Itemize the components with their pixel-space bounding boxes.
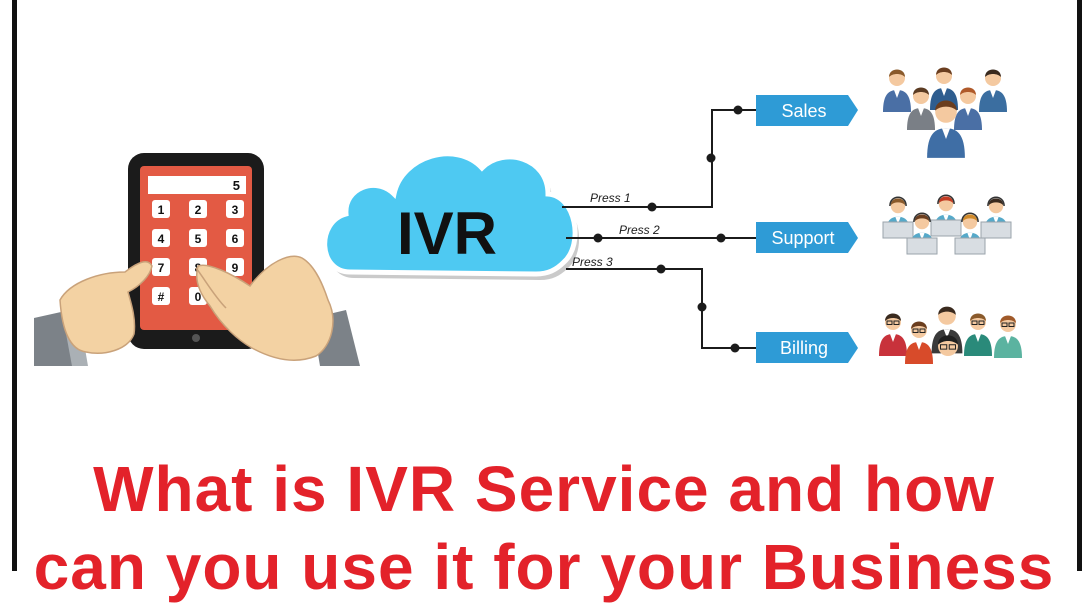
sales-tag: Sales (756, 95, 858, 126)
cloud-label: IVR (397, 200, 497, 267)
connector-dots (593, 105, 743, 353)
person-icon (979, 69, 1007, 112)
right-border (1077, 0, 1082, 571)
phone-display-digit: 5 (233, 178, 240, 193)
person-icon (905, 321, 933, 364)
press-1-label: Press 1 (590, 191, 631, 205)
headline-line-2: can you use it for your Business (33, 531, 1055, 603)
sales-team-icon (883, 67, 1007, 158)
phone-display (148, 176, 246, 194)
person-icon (927, 100, 965, 158)
support-tag: Support (756, 222, 858, 253)
support-team-icon (882, 194, 1012, 255)
phone-illustration: 5 123456789#0* (34, 153, 360, 366)
keypad-key (152, 229, 170, 247)
keypad-key (226, 258, 244, 276)
keypad-key (226, 200, 244, 218)
keypad-key-label: 7 (158, 261, 165, 275)
headline-line-1: What is IVR Service and how (93, 453, 995, 525)
sales-label: Sales (781, 101, 826, 121)
person-icon (994, 315, 1022, 358)
keypad-key-label: 6 (232, 232, 239, 246)
keypad-key-label: 9 (232, 261, 239, 275)
keypad-key-label: 2 (195, 203, 202, 217)
keypad-key (152, 258, 170, 276)
left-border (12, 0, 17, 571)
person-icon (879, 313, 907, 356)
keypad-key-label: 5 (195, 232, 202, 246)
keypad-key (152, 200, 170, 218)
keypad-key (152, 287, 170, 305)
person-icon (883, 69, 911, 112)
keypad-key-label: 3 (232, 203, 239, 217)
support-label: Support (771, 228, 834, 248)
person-icon (964, 313, 992, 356)
person-icon (954, 87, 982, 130)
press-3-label: Press 3 (572, 255, 613, 269)
person-icon (907, 87, 935, 130)
keypad-key-label: 4 (158, 232, 165, 246)
keypad-key (189, 200, 207, 218)
keypad-key (226, 229, 244, 247)
keypad-key (189, 229, 207, 247)
ivr-diagram: 5 123456789#0* IVR Press 1 Press 2 Press… (34, 67, 1022, 389)
billing-team-icon (879, 306, 1022, 389)
press-2-label: Press 2 (619, 223, 660, 237)
ivr-cloud: IVR (322, 151, 580, 280)
billing-tag: Billing (756, 332, 858, 363)
keypad-key-label: # (158, 290, 165, 304)
keypad-key-label: 1 (158, 203, 165, 217)
billing-label: Billing (780, 338, 828, 358)
keypad-key-label: 0 (195, 290, 202, 304)
person-icon (930, 335, 966, 389)
